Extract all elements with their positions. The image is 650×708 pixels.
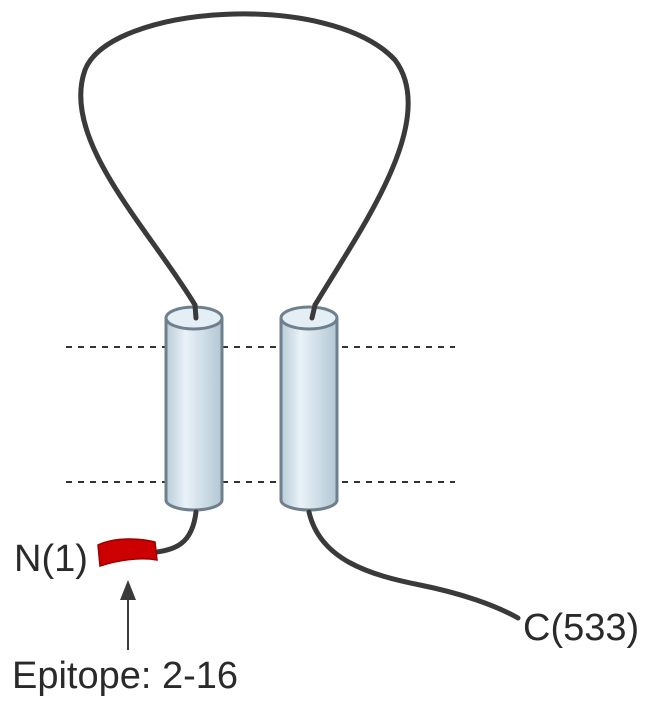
- epitope-label: Epitope: 2-16: [12, 655, 238, 697]
- transmembrane-helix-2: [279, 305, 339, 512]
- n-terminus-label: N(1): [14, 538, 88, 580]
- epitope-segment: [97, 538, 158, 568]
- c-terminal-tail: [306, 509, 521, 621]
- c-terminus-label: C(533): [523, 607, 639, 649]
- loop-entry-helix-2: [309, 302, 318, 321]
- loop-entry-helix-1: [192, 302, 199, 321]
- extracellular-loop: [78, 11, 411, 308]
- transmembrane-helix-1: [164, 305, 224, 512]
- n-terminal-tail: [147, 509, 199, 556]
- epitope-arrow-head: [120, 580, 136, 600]
